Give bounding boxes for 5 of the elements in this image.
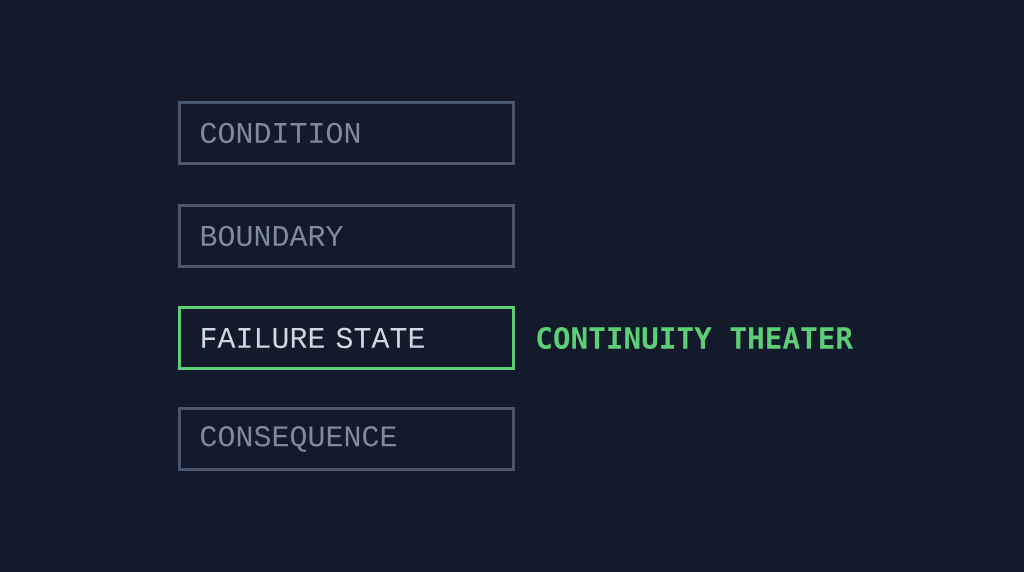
label-box: CONDITION <box>178 101 515 165</box>
label-box: CONSEQUENCE <box>178 407 515 471</box>
side-label: CONTINUITY THEATER <box>537 326 854 350</box>
label-box: FAILURE STATE <box>178 306 515 370</box>
label-box: BOUNDARY <box>178 204 515 268</box>
